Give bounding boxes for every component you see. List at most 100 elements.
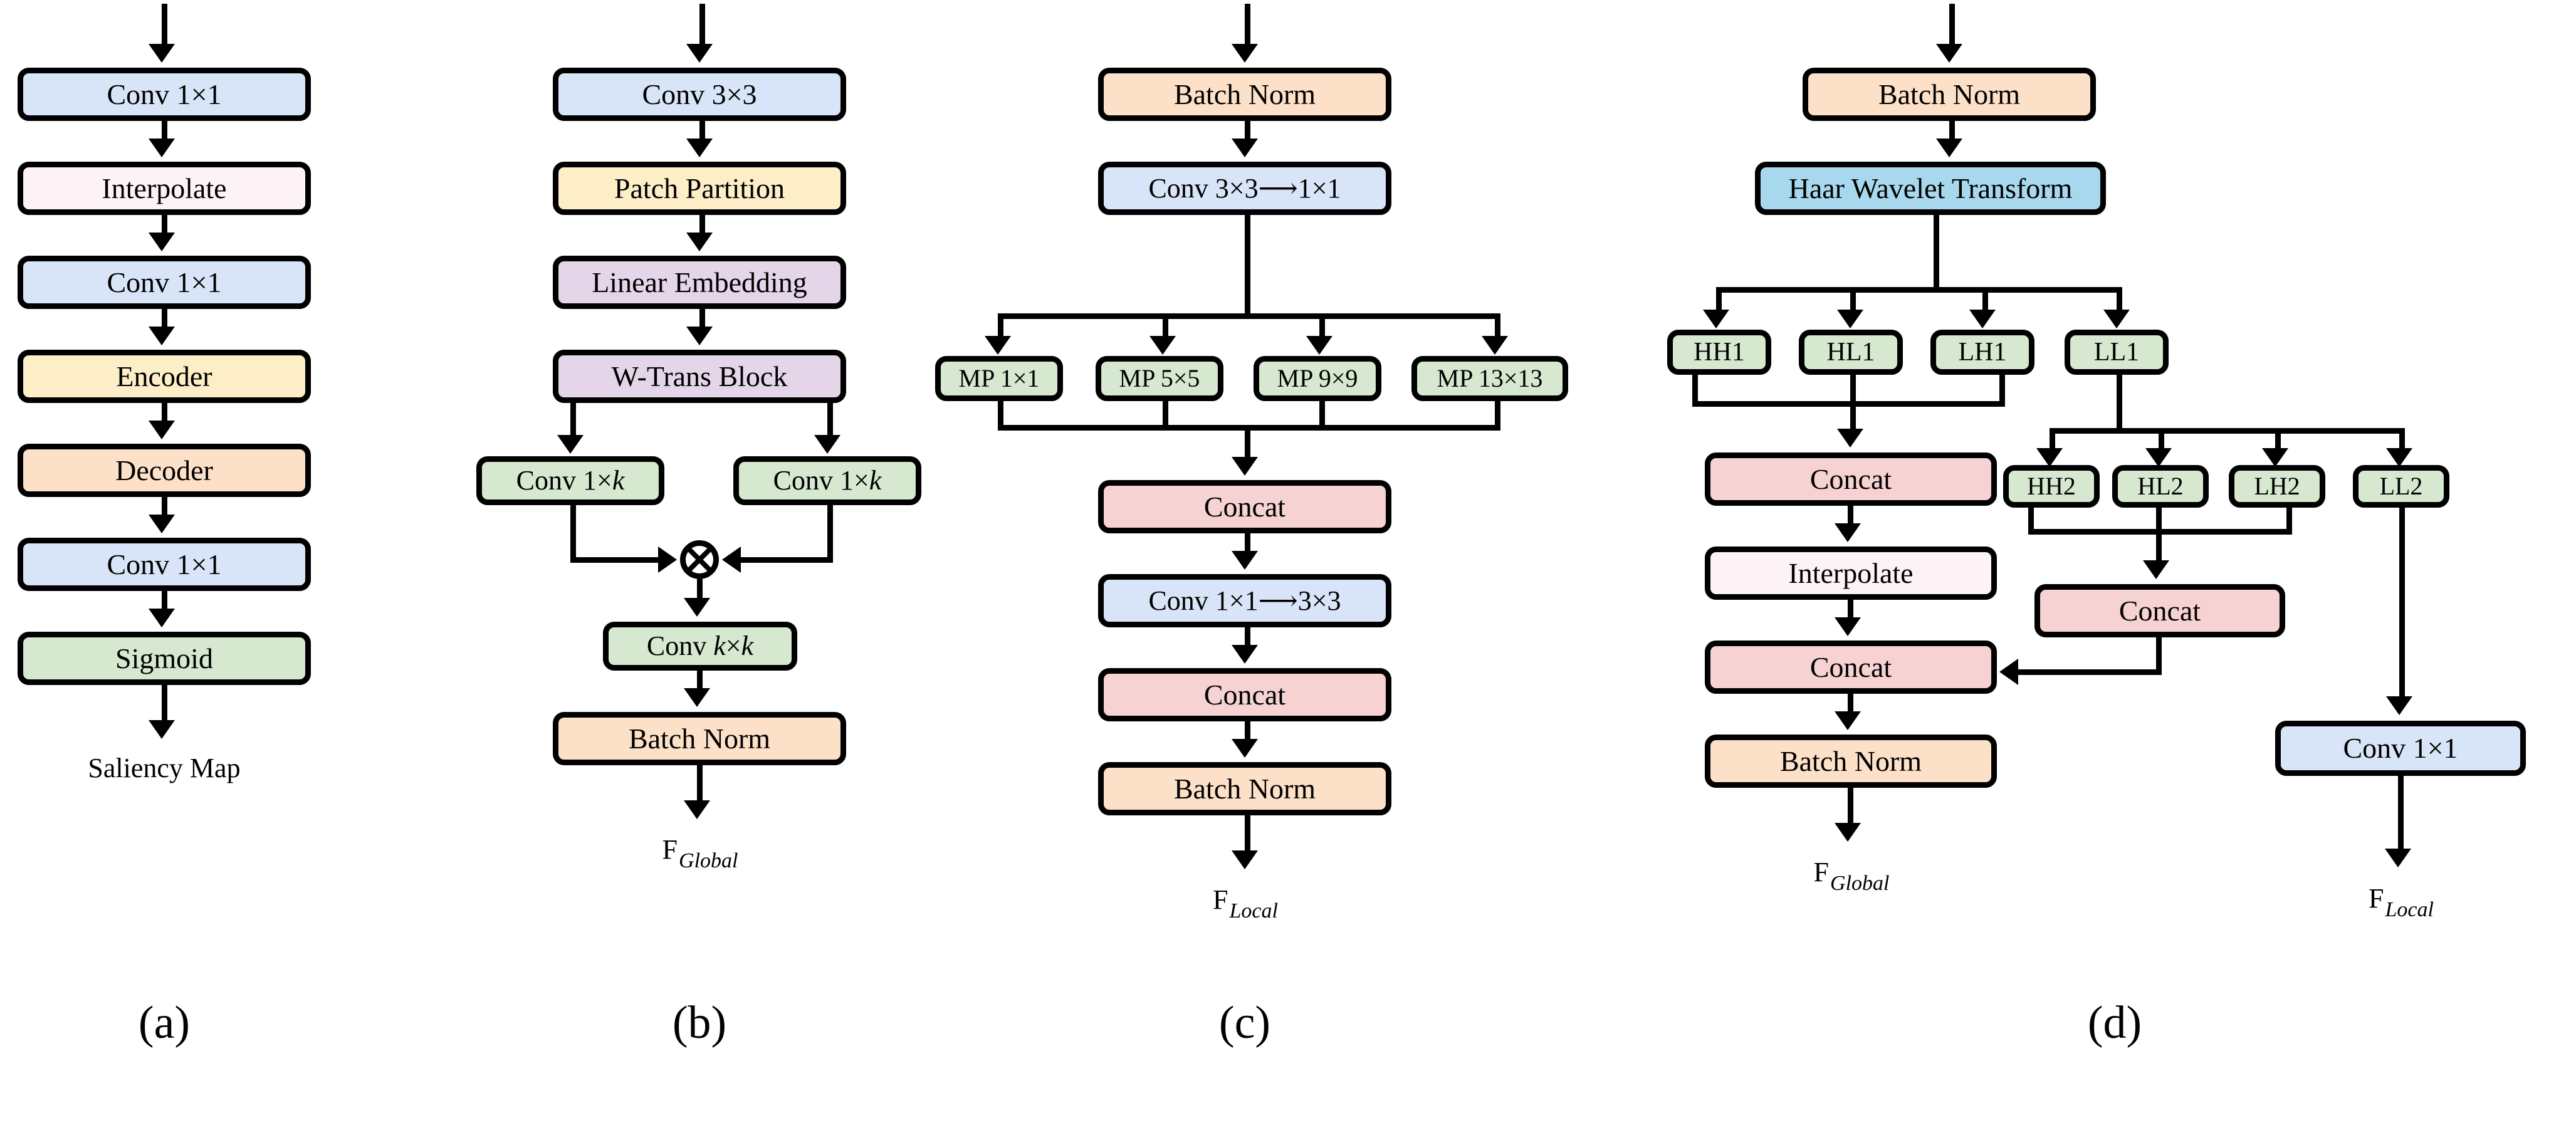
node-label: Concat (1809, 651, 1892, 683)
node-label: Batch Norm (1779, 745, 1922, 777)
connector-a-1-arrowhead (149, 139, 175, 157)
connector-d-drop-lh1-arrowhead (1969, 310, 1996, 328)
node-label-pre: Conv 3×3 (1148, 172, 1259, 204)
connector-d-1-arrowhead (1936, 139, 1962, 157)
connector-d-merge2-arrowhead (2143, 560, 2169, 579)
connector-b-op-arrowhead (684, 598, 710, 617)
node-decoder-a: Decoder (18, 444, 311, 497)
connector-c-bus-horiz (998, 313, 1500, 319)
node-interpolate-a: Interpolate (18, 162, 311, 215)
connector-d-drop-lh1 (1982, 287, 1988, 312)
node-label: Sigmoid (115, 642, 213, 674)
node-batch-norm-c2: Batch Norm (1098, 762, 1391, 815)
connector-b-3 (699, 309, 705, 329)
node-label-pre: Conv 1×1 (1148, 585, 1259, 616)
connector-d-hh1-down (1692, 375, 1698, 406)
node-label: Batch Norm (1173, 772, 1316, 805)
connector-c-up-3 (1319, 401, 1325, 430)
connector-d-lh1-down (1999, 375, 2005, 406)
connector-b-left-arrowhead (658, 547, 677, 573)
panel-d-input-line (1949, 4, 1955, 46)
connector-c-2-arrowhead (1232, 551, 1258, 570)
node-conv-3x3-to-1x1-c: Conv 3×3⟶1×1 (1098, 162, 1391, 215)
node-label: Interpolate (1788, 557, 1914, 589)
panel-letter-text: (a) (138, 997, 191, 1049)
connector-b-split-right-arrowhead (814, 435, 840, 454)
connector-b-right-horiz (740, 557, 833, 563)
connector-d-out-global (1848, 788, 1853, 825)
node-label: Batch Norm (1173, 78, 1316, 110)
connector-d-2 (1848, 506, 1853, 526)
output-label-f-global-d: FGlobal (1705, 856, 1997, 895)
connector-b-3-arrowhead (686, 327, 713, 345)
node-label: HL1 (1826, 338, 1875, 367)
connector-d-drop-ll1-arrowhead (2103, 310, 2130, 328)
node-batch-norm-d2: Batch Norm (1705, 735, 1997, 788)
node-label: Patch Partition (614, 172, 785, 204)
connector-c-drop-4 (1495, 313, 1500, 338)
connector-b-right-down (827, 505, 833, 563)
node-mp-9x9-c: MP 9×9 (1254, 356, 1381, 401)
connector-b-2 (699, 215, 705, 235)
node-label: Conv 1×1 (107, 548, 222, 580)
output-label-main: F (1813, 857, 1830, 887)
connector-b-2-arrowhead (686, 233, 713, 251)
panel-letter-text: (d) (2087, 997, 2142, 1049)
connector-d-ll1-down (2117, 375, 2122, 431)
connector-d-drop-hh1-arrowhead (1703, 310, 1729, 328)
node-label: W-Trans Block (611, 360, 788, 392)
panel-a-input-arrowhead (149, 44, 175, 63)
connector-c-up-1 (998, 401, 1003, 430)
panel-letter-a: (a) (18, 996, 311, 1050)
node-label-post: 3×3 (1297, 585, 1341, 616)
node-mp-5x5-c: MP 5×5 (1096, 356, 1223, 401)
node-label: Conv 1×1 (2343, 732, 2458, 764)
connector-d-4 (1848, 694, 1853, 714)
node-label: Batch Norm (1878, 78, 2021, 110)
node-label: HL2 (2137, 472, 2184, 500)
node-label: HH2 (2027, 472, 2076, 500)
connector-c-4 (1245, 721, 1250, 741)
connector-a-5-arrowhead (149, 515, 175, 533)
node-hl1-d: HL1 (1799, 330, 1903, 375)
connector-b-4-arrowhead (684, 688, 710, 707)
node-ll2-d: LL2 (2353, 465, 2449, 508)
connector-b-out-arrowhead (684, 800, 710, 819)
node-encoder-a: Encoder (18, 350, 311, 403)
connector-d-concat2-left (2018, 669, 2161, 675)
multiply-operator-icon (680, 540, 719, 579)
connector-d-drop-hh1 (1716, 287, 1722, 312)
connector-c-4-arrowhead (1232, 739, 1258, 758)
node-label: Encoder (116, 360, 212, 392)
connector-a-1 (162, 121, 167, 141)
node-label: Conv 1×1 (107, 78, 222, 110)
node-label: Concat (1203, 678, 1286, 711)
panel-letter-b: (b) (553, 996, 846, 1050)
node-interpolate-d: Interpolate (1705, 547, 1997, 600)
connector-c-3 (1245, 627, 1250, 647)
node-label: MP 13×13 (1437, 364, 1543, 392)
node-concat-d1: Concat (1705, 452, 1997, 506)
connector-d-2-arrowhead (1835, 523, 1861, 542)
connector-a-2 (162, 215, 167, 235)
output-label-sub: Local (2385, 898, 2434, 921)
panel-c-input-line (1245, 4, 1250, 46)
connector-a-3 (162, 309, 167, 329)
connector-d-merge1-arrowhead (1837, 429, 1863, 447)
connector-d-drop-lh2-arrowhead (2262, 448, 2288, 467)
node-label: Concat (1203, 490, 1286, 523)
node-label: HH1 (1694, 338, 1745, 367)
output-label-main: F (662, 834, 678, 865)
node-label: MP 5×5 (1119, 364, 1200, 392)
node-label: Batch Norm (628, 722, 771, 755)
connector-c-up-4 (1495, 401, 1500, 430)
connector-b-1-arrowhead (686, 139, 713, 157)
connector-a-6 (162, 591, 167, 611)
connector-d-drop-hh2 (2050, 428, 2055, 451)
connector-c-drop-2-arrowhead (1149, 336, 1176, 355)
connector-d-concat2-down (2156, 637, 2162, 675)
connector-d-bus1-horiz (1716, 287, 2122, 293)
connector-d-concat2-arrowhead (1999, 659, 2018, 685)
connector-b-split-left (570, 403, 576, 437)
output-label-sub: Local (1229, 899, 1278, 923)
